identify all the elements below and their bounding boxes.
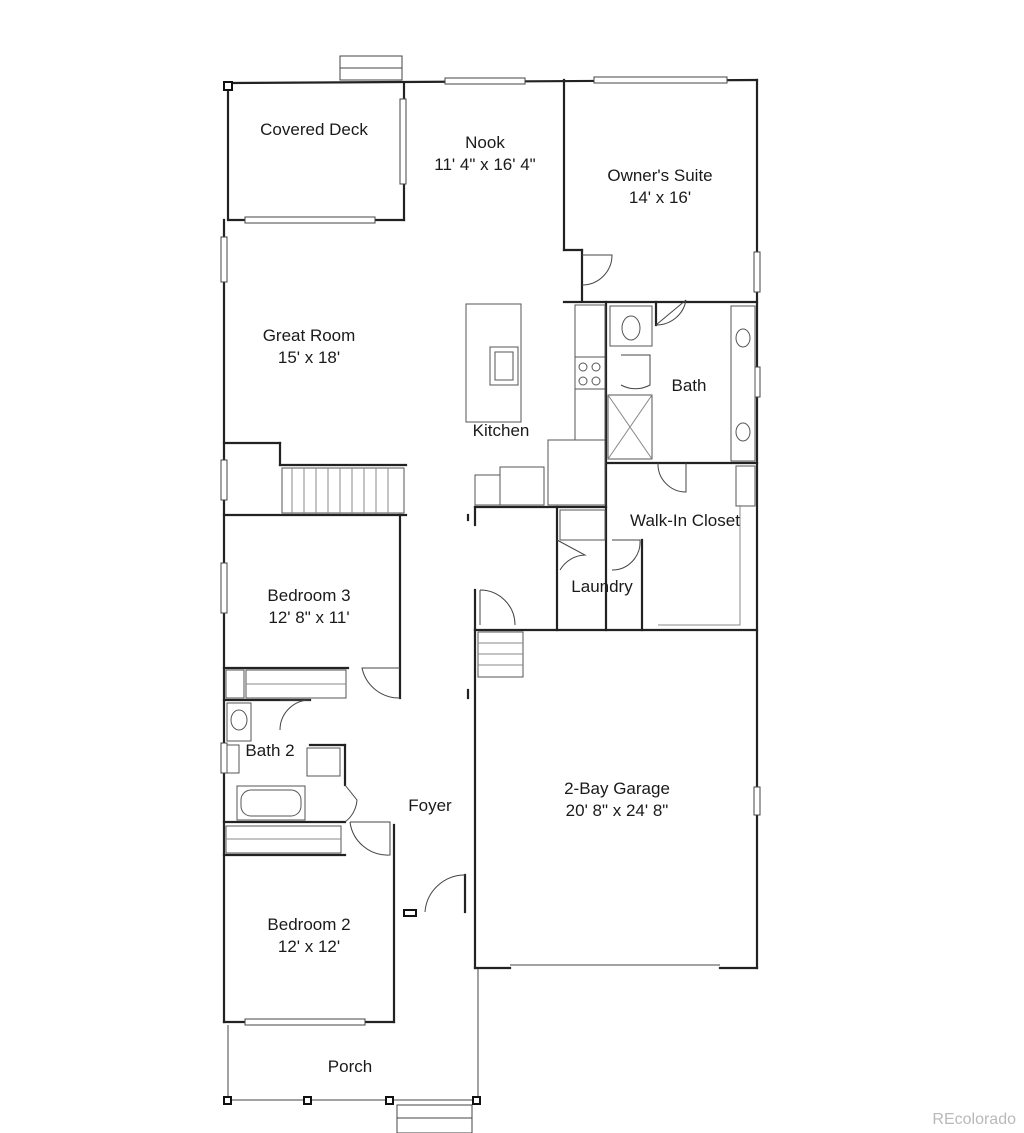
owners-suite-label: Owner's Suite 14' x 16' (607, 165, 712, 209)
bath-2-label: Bath 2 (245, 740, 294, 762)
kitchen-name: Kitchen (472, 421, 530, 440)
bedroom-2-name: Bedroom 2 (267, 915, 351, 934)
doors (279, 254, 687, 913)
walk-in-closet-name: Walk-In Closet (630, 511, 740, 530)
great-room-dims: 15' x 18' (277, 348, 341, 367)
porch-label: Porch (328, 1056, 372, 1078)
covered-deck-label: Covered Deck (260, 119, 368, 141)
owners-suite-dims: 14' x 16' (628, 188, 692, 207)
great-room-name: Great Room (262, 326, 356, 345)
stairs (281, 467, 524, 678)
bedroom-3-dims: 12' 8" x 11' (268, 608, 350, 627)
nook-name: Nook (465, 133, 505, 152)
interior-walls (222, 78, 759, 914)
porch-posts (223, 81, 481, 1105)
bedroom-3-label: Bedroom 3 12' 8" x 11' (267, 585, 350, 629)
owners-suite-name: Owner's Suite (607, 166, 713, 185)
kitchen-fixtures (465, 303, 606, 506)
foyer-name: Foyer (408, 796, 452, 815)
bath-label: Bath (672, 375, 707, 397)
bedroom-3-name: Bedroom 3 (267, 586, 351, 605)
walk-in-closet-label: Walk-In Closet (630, 510, 740, 532)
foyer-label: Foyer (408, 795, 451, 817)
bedroom-2-dims: 12' x 12' (277, 937, 341, 956)
nook-label: Nook 11' 4" x 16' 4" (434, 132, 535, 176)
garage-dims: 20' 8" x 24' 8" (565, 801, 669, 820)
laundry-label: Laundry (571, 576, 632, 598)
great-room-label: Great Room 15' x 18' (263, 325, 356, 369)
bath-name: Bath (671, 376, 707, 395)
porch-name: Porch (327, 1057, 373, 1076)
bedroom-2-label: Bedroom 2 12' x 12' (267, 914, 350, 958)
nook-dims: 11' 4" x 16' 4" (434, 155, 536, 174)
covered-deck-name: Covered Deck (260, 120, 368, 139)
garage-name: 2-Bay Garage (564, 779, 670, 798)
windows (220, 55, 761, 1133)
garage-label: 2-Bay Garage 20' 8" x 24' 8" (564, 778, 670, 822)
watermark: REcolorado (932, 1111, 1016, 1128)
laundry-name: Laundry (571, 577, 633, 596)
bath-fixtures (225, 305, 756, 854)
bath-2-name: Bath 2 (245, 741, 295, 760)
kitchen-label: Kitchen (473, 420, 530, 442)
